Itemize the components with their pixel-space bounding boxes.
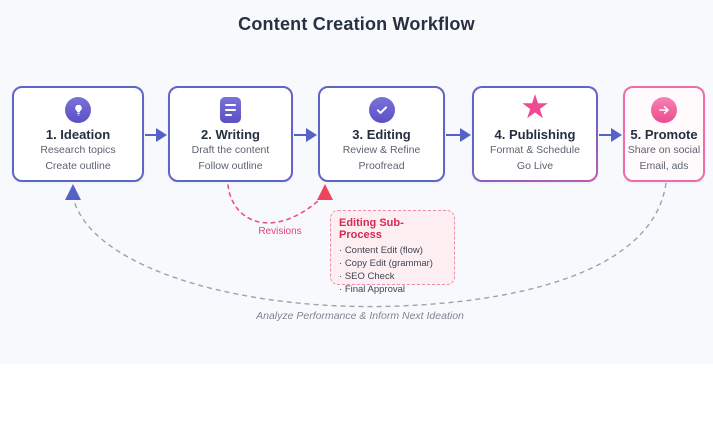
subprocess-item: Final Approval (339, 283, 446, 296)
step-box-ideation: 1. Ideation Research topics Create outli… (12, 86, 144, 182)
subprocess-item: Content Edit (flow) (339, 244, 446, 257)
subprocess-title: Editing Sub-Process (339, 217, 404, 241)
subprocess-item: SEO Check (339, 270, 446, 283)
step-box-writing: 2. Writing Draft the content Follow outl… (168, 86, 293, 182)
subprocess-item: Copy Edit (grammar) (339, 257, 446, 270)
check-icon (368, 97, 395, 123)
lightbulb-icon (65, 97, 91, 123)
star-icon: ★ (520, 88, 550, 125)
step-subtitle-2: Proofread (358, 160, 405, 172)
step-box-editing: 3. Editing Review & Refine Proofread (318, 86, 445, 182)
step-box-publishing: ★ 4. Publishing Format & Schedule Go Liv… (472, 86, 598, 182)
feedback-loop-label: Analyze Performance & Inform Next Ideati… (256, 310, 464, 322)
step-title: 1. Ideation (45, 127, 111, 142)
step-title: 3. Editing (352, 127, 411, 142)
step-title: 5. Promote (630, 127, 698, 142)
step-subtitle-2: Email, ads (639, 160, 689, 172)
page-title: Content Creation Workflow (238, 14, 475, 34)
step-box-promote: 5. Promote Share on social Email, ads (623, 86, 705, 182)
connector-arrow-2 (294, 128, 317, 142)
step-subtitle-1: Share on social (627, 144, 701, 156)
step-subtitle-1: Research topics (40, 144, 116, 156)
arrow-right-icon (651, 97, 677, 123)
document-icon (220, 97, 241, 123)
step-subtitle-1: Review & Refine (342, 144, 421, 156)
connector-arrow-1 (145, 128, 167, 142)
step-title: 2. Writing (201, 127, 260, 142)
subprocess-box: Editing Sub-Process Content Edit (flow) … (330, 210, 455, 295)
step-subtitle-2: Create outline (45, 160, 111, 172)
step-subtitle-1: Format & Schedule (490, 144, 580, 156)
step-subtitle-2: Follow outline (198, 160, 263, 172)
step-subtitle-1: Draft the content (191, 144, 270, 156)
step-title: 4. Publishing (494, 127, 576, 142)
connector-arrow-4 (599, 128, 622, 142)
connector-arrow-3 (446, 128, 471, 142)
step-subtitle-2: Go Live (516, 160, 554, 172)
revisions-label: Revisions (258, 226, 302, 237)
